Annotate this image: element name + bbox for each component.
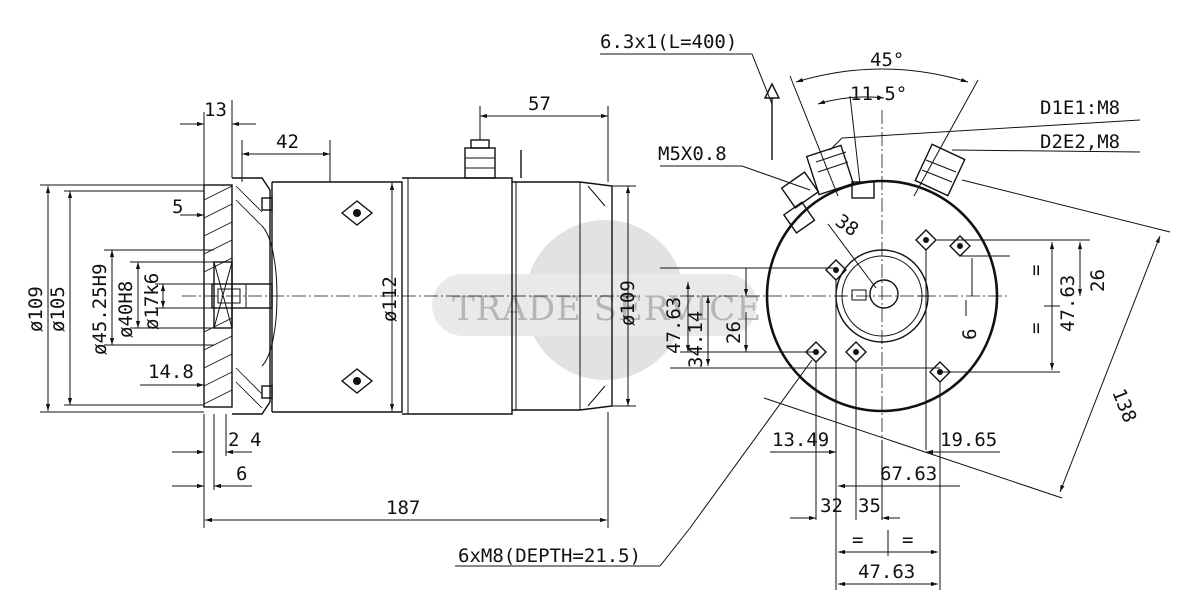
terminal-d1e1	[805, 144, 855, 196]
side-top-dims	[180, 100, 609, 218]
dim-h-13-49: 13.49	[772, 429, 829, 451]
dim-h-67-63: 67.63	[880, 463, 937, 485]
dim-v-6: 6	[959, 329, 981, 340]
bolt-symbol-bottom	[340, 368, 374, 394]
dim-terminal-offset: 57	[528, 93, 551, 115]
dim-r-eq-2: =	[1025, 323, 1047, 334]
dim-r-26: 26	[1087, 269, 1109, 292]
watermark-text: TRADE SERVICE	[452, 289, 762, 329]
watermark-band	[432, 274, 757, 336]
end-left-dims	[660, 267, 940, 369]
end-housing	[765, 179, 999, 413]
dim-offset-2: 2	[228, 429, 239, 451]
dim-offset-4: 4	[250, 429, 261, 451]
end-bottom-dims	[770, 250, 1000, 590]
motor-body	[271, 139, 613, 415]
screw-callout: M5X0.8	[658, 143, 727, 165]
dim-h-32: 32	[820, 495, 843, 517]
flange-section	[203, 184, 233, 408]
tap-callout: 6xM8(DEPTH=21.5)	[458, 545, 641, 567]
dim-pilot-offset: 42	[276, 131, 299, 153]
dim-b-eq-2: =	[902, 529, 913, 551]
dim-body-diameter: ø112	[379, 276, 401, 322]
dim-diag-138-line	[1059, 235, 1161, 493]
dim-flange-thickness: 13	[204, 99, 227, 121]
dim-v-34-14: 34.14	[685, 311, 707, 368]
dim-diameter-shaft: ø17k6	[141, 273, 163, 330]
angle-inner: 11.5°	[850, 83, 907, 105]
dim-v-47-63: 47.63	[663, 297, 685, 354]
dim-r-47-63: 47.63	[1057, 275, 1079, 332]
angle-total: 45°	[870, 49, 904, 71]
dim-flange-step: 5	[172, 196, 183, 218]
tapped-hole-2	[915, 229, 937, 251]
dim-offset-6: 6	[236, 463, 247, 485]
dim-v-26-left: 26	[723, 321, 745, 344]
cable-callout: 6.3x1(L=400)	[600, 31, 737, 53]
dim-b-eq-1: =	[852, 529, 863, 551]
watermark: TRADE SERVICE	[432, 220, 762, 380]
side-view: ø109 ø105 ø45.25H9 ø40H8 ø17k6 13 42 57 …	[25, 93, 813, 567]
dim-diameter-flange: ø105	[47, 286, 69, 332]
terminal-d1e1-label: D1E1:M8	[1040, 97, 1120, 119]
dim-diag-138: 138	[1107, 386, 1140, 426]
terminal-stud	[464, 139, 522, 179]
dim-diameter-bearing: ø40H8	[115, 281, 137, 338]
dim-h-35: 35	[858, 495, 881, 517]
terminal-cable	[763, 82, 820, 234]
tapped-hole-3	[949, 235, 971, 257]
end-shaft-bore	[869, 279, 899, 309]
dim-diameter-outer: ø109	[25, 286, 47, 332]
terminal-d2e2-label: D2E2,M8	[1040, 131, 1120, 153]
dim-r-eq-1: =	[1025, 265, 1047, 276]
bolt-symbol-top	[340, 200, 374, 226]
dim-diameter-pilot: ø45.25H9	[89, 263, 111, 355]
dim-rear-diameter: ø109	[617, 280, 639, 326]
dim-total-length: 187	[386, 497, 420, 519]
tapped-hole-5	[845, 341, 867, 363]
dim-b-47-63: 47.63	[858, 561, 915, 583]
dim-shaft-step: 14.8	[148, 361, 194, 383]
tapped-hole-1	[825, 259, 847, 281]
dim-h-19-65: 19.65	[940, 429, 997, 451]
radius-38: 38	[831, 210, 862, 241]
side-diameter-dims	[40, 184, 214, 413]
